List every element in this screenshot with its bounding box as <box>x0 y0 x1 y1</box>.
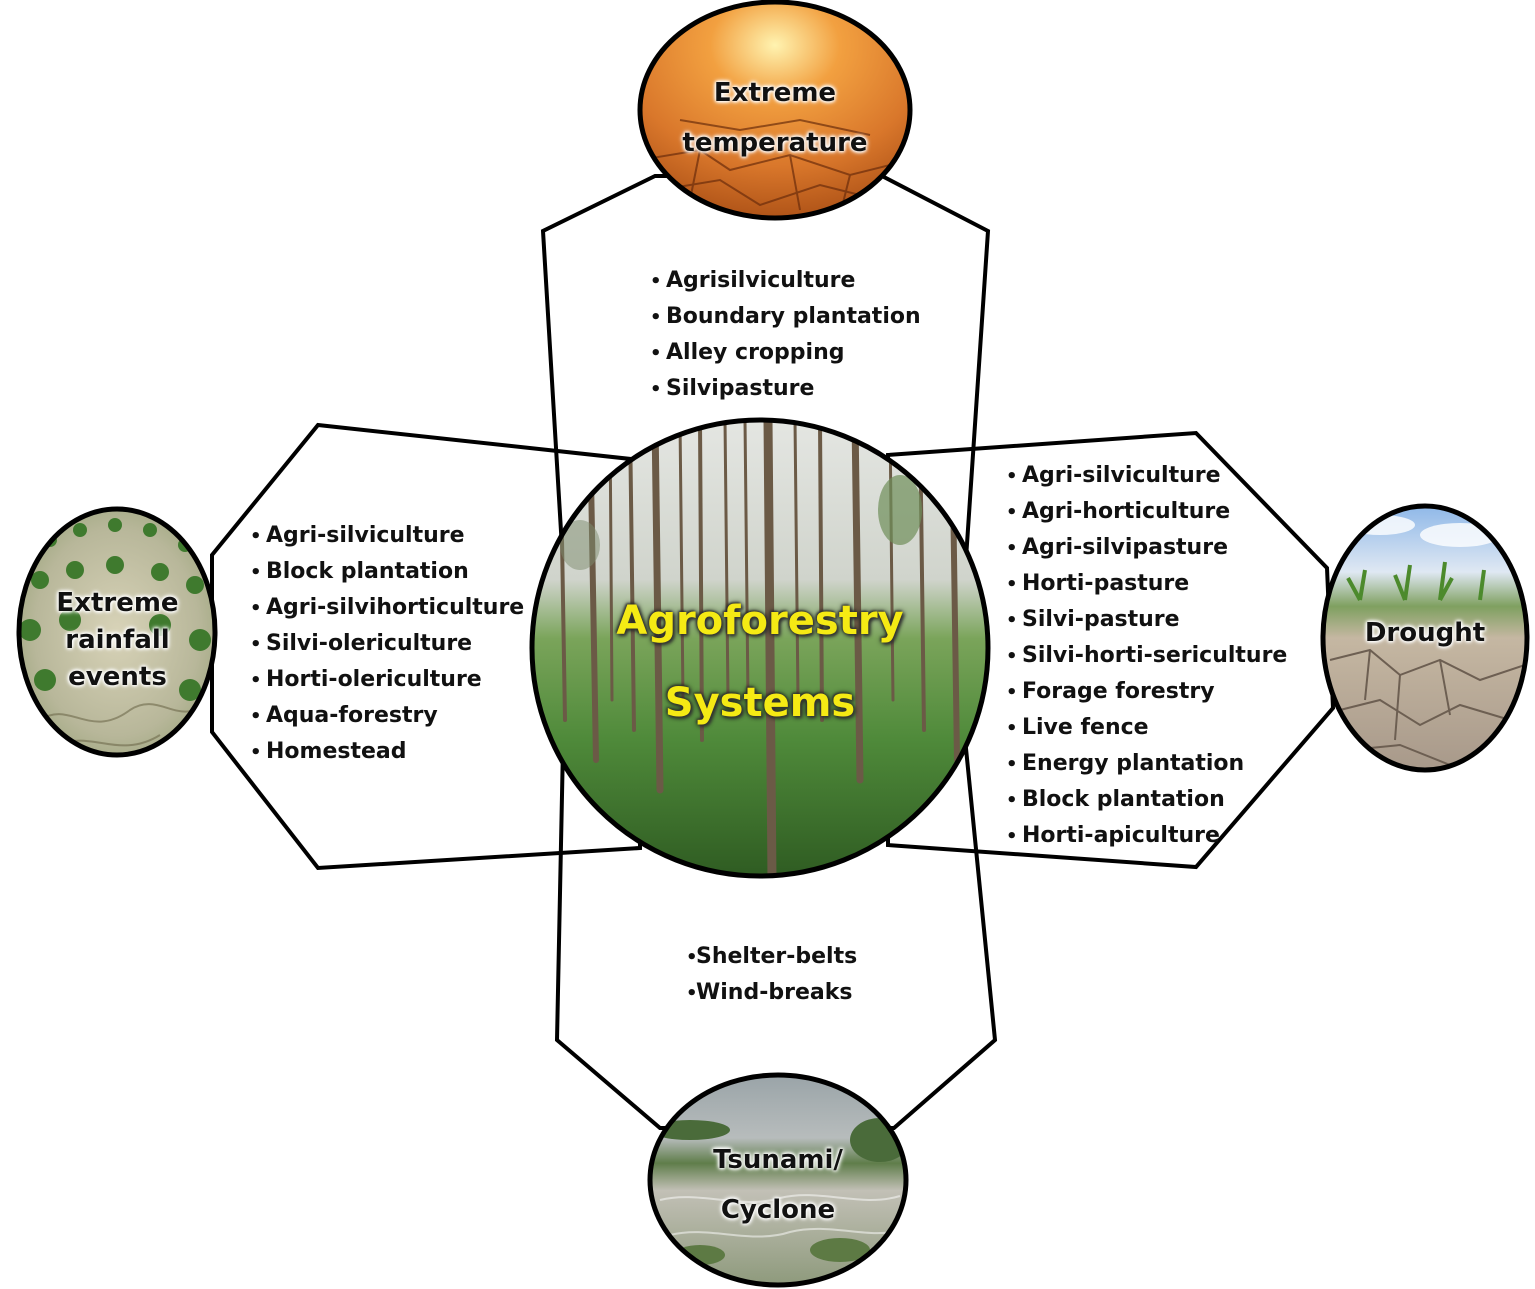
bullet-icon: • <box>250 598 262 619</box>
list-item: •Horti-olericulture <box>250 662 524 698</box>
center-title-line2: Systems <box>664 680 856 726</box>
list-item-text: Horti-pasture <box>1022 571 1190 596</box>
bullet-icon: • <box>1006 646 1018 667</box>
list-item-text: Energy plantation <box>1022 751 1245 776</box>
list-item: •Energy plantation <box>1006 746 1287 782</box>
list-item: •Shelter-belts <box>686 939 857 975</box>
list-item: •Boundary plantation <box>650 299 921 335</box>
list-tsunami-cyclone-systems: •Shelter-belts•Wind-breaks <box>686 939 857 1011</box>
list-item-text: Boundary plantation <box>666 304 921 329</box>
label-temp-line1: Extreme <box>713 78 837 108</box>
bullet-icon: • <box>1006 538 1018 559</box>
list-item-text: Horti-apiculture <box>1022 823 1220 848</box>
list-item-text: Aqua-forestry <box>266 703 438 728</box>
list-item: •Aqua-forestry <box>250 698 524 734</box>
bullet-icon: • <box>650 307 662 328</box>
list-item-text: Alley cropping <box>666 340 845 365</box>
label-temp-line2: temperature <box>682 128 868 158</box>
list-item-text: Wind-breaks <box>696 980 853 1005</box>
bullet-icon: • <box>1006 466 1018 487</box>
extreme-rainfall-bubble <box>16 506 218 758</box>
list-item: •Silvi-olericulture <box>250 626 524 662</box>
bullet-icon: • <box>1006 754 1018 775</box>
list-item: •Wind-breaks <box>686 975 857 1011</box>
bullet-icon: • <box>250 562 262 583</box>
bullet-icon: • <box>1006 790 1018 811</box>
bullet-icon: • <box>250 670 262 691</box>
list-item-text: Live fence <box>1022 715 1149 740</box>
hexagon-left <box>210 422 642 871</box>
list-item: •Silvi-pasture <box>1006 602 1287 638</box>
label-tsunami-line2: Cyclone <box>720 1195 836 1225</box>
bullet-icon: • <box>1006 826 1018 847</box>
list-item-text: Agrisilviculture <box>666 268 856 293</box>
list-item: •Homestead <box>250 734 524 770</box>
extreme-temperature-bubble <box>637 0 913 221</box>
bullet-icon: • <box>1006 682 1018 703</box>
list-item: •Agri-horticulture <box>1006 494 1287 530</box>
list-item: •Agri-silvihorticulture <box>250 590 524 626</box>
list-item-text: Agri-horticulture <box>1022 499 1231 524</box>
bullet-icon: • <box>650 271 662 292</box>
label-drought: Drought <box>1325 615 1525 651</box>
list-item-text: Agri-silviculture <box>1022 463 1221 488</box>
label-rain-line2: rainfall <box>65 625 170 655</box>
list-item-text: Agri-silvihorticulture <box>266 595 525 620</box>
hexagon-right <box>886 430 1336 870</box>
bullet-icon: • <box>1006 574 1018 595</box>
list-item-text: Silvipasture <box>666 376 815 401</box>
list-item-text: Block plantation <box>266 559 469 584</box>
list-item: •Block plantation <box>1006 782 1287 818</box>
list-item-text: Shelter-belts <box>696 944 858 969</box>
list-item-text: Forage forestry <box>1022 679 1215 704</box>
label-extreme-rainfall: Extreme rainfall events <box>20 585 215 696</box>
list-item: •Agri-silvipasture <box>1006 530 1287 566</box>
center-title-line1: Agroforestry <box>616 598 904 644</box>
list-extreme-temperature-systems: •Agrisilviculture•Boundary plantation•Al… <box>650 263 921 407</box>
list-item: •Silvipasture <box>650 371 921 407</box>
list-item: •Alley cropping <box>650 335 921 371</box>
label-extreme-temperature: Extreme temperature <box>650 68 900 168</box>
list-item: •Horti-pasture <box>1006 566 1287 602</box>
bullet-icon: • <box>1006 610 1018 631</box>
bullet-icon: • <box>686 983 698 1004</box>
list-item: •Block plantation <box>250 554 524 590</box>
list-item: •Agri-silviculture <box>250 518 524 554</box>
list-item-text: Horti-olericulture <box>266 667 482 692</box>
bullet-icon: • <box>250 742 262 763</box>
center-title: Agroforestry Systems <box>540 580 980 744</box>
bullet-icon: • <box>686 947 698 968</box>
list-item-text: Agri-silvipasture <box>1022 535 1228 560</box>
bullet-icon: • <box>650 343 662 364</box>
label-tsunami-line1: Tsunami/ <box>713 1145 843 1175</box>
label-drought-line1: Drought <box>1364 618 1486 648</box>
bullet-icon: • <box>1006 718 1018 739</box>
list-item: •Silvi-horti-sericulture <box>1006 638 1287 674</box>
list-item-text: Silvi-olericulture <box>266 631 473 656</box>
label-rain-line1: Extreme <box>56 588 179 618</box>
list-drought-systems: •Agri-silviculture•Agri-horticulture•Agr… <box>1006 458 1287 854</box>
list-item: •Live fence <box>1006 710 1287 746</box>
list-item-text: Block plantation <box>1022 787 1225 812</box>
list-item: •Horti-apiculture <box>1006 818 1287 854</box>
label-rain-line3: events <box>68 662 167 692</box>
bullet-icon: • <box>250 526 262 547</box>
list-item: •Agrisilviculture <box>650 263 921 299</box>
list-item-text: Silvi-horti-sericulture <box>1022 643 1288 668</box>
label-tsunami-cyclone: Tsunami/ Cyclone <box>650 1135 906 1235</box>
list-item: •Agri-silviculture <box>1006 458 1287 494</box>
bullet-icon: • <box>250 634 262 655</box>
list-item-text: Homestead <box>266 739 407 764</box>
bullet-icon: • <box>250 706 262 727</box>
list-item-text: Agri-silviculture <box>266 523 465 548</box>
agroforestry-center-circle <box>529 417 991 879</box>
list-item: •Forage forestry <box>1006 674 1287 710</box>
list-extreme-rainfall-systems: •Agri-silviculture•Block plantation•Agri… <box>250 518 524 770</box>
list-item-text: Silvi-pasture <box>1022 607 1180 632</box>
bullet-icon: • <box>1006 502 1018 523</box>
bullet-icon: • <box>650 379 662 400</box>
